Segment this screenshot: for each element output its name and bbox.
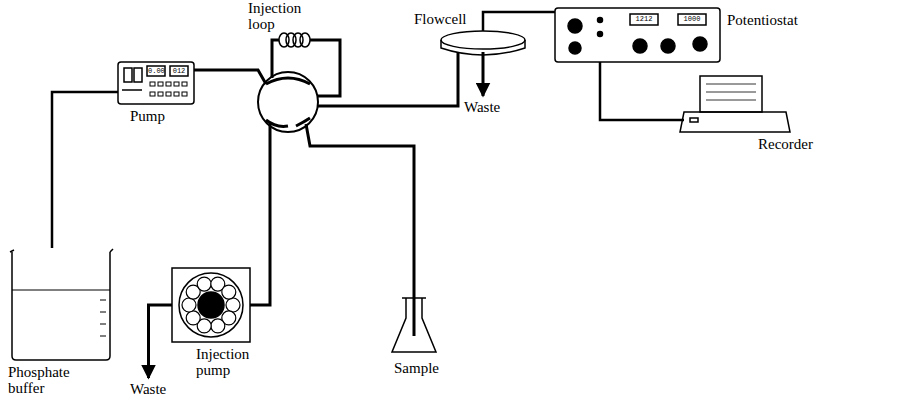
beaker-outline — [12, 252, 110, 360]
sample-flask: Sample — [390, 296, 440, 354]
tubing — [194, 40, 458, 336]
potentiostat-led — [598, 18, 603, 23]
tube-or-wire — [483, 12, 555, 31]
waste-outlet: Waste — [462, 98, 503, 116]
injection-valve — [258, 72, 318, 132]
recorder-button — [690, 118, 698, 122]
beaker-graduation — [100, 300, 106, 336]
node-label: Injection pump — [196, 346, 258, 378]
pump-display — [170, 66, 188, 76]
node-label: Sample — [394, 360, 464, 376]
injection-pump: Injection pump — [172, 268, 250, 342]
potentiostat-knob — [633, 39, 647, 53]
pump-body — [118, 62, 194, 104]
waste-outlet: Waste — [128, 380, 169, 398]
injection-pump-body — [172, 268, 250, 342]
injection-pump-rollers — [182, 277, 240, 333]
flowcell-cell — [441, 31, 525, 49]
recorder-paper — [700, 76, 762, 112]
pump-display — [147, 66, 165, 76]
flowcell: Flowcell — [440, 30, 526, 54]
node-label: Waste — [128, 380, 169, 398]
tube-or-wire — [52, 92, 118, 248]
injection-loop: Injection loop — [276, 30, 314, 50]
display-reading: 1000 — [679, 15, 705, 23]
node-label: Phosphate buffer — [8, 364, 78, 396]
tube-or-wire — [600, 62, 684, 120]
potentiostat-knob — [568, 19, 582, 33]
potentiostat-knob — [693, 37, 707, 51]
injection-pump-hub — [198, 292, 224, 318]
node-label: Potentiostat — [727, 12, 827, 28]
recorder: Recorder — [680, 76, 790, 132]
pump-slot — [122, 89, 142, 91]
injection-loop-coil — [279, 33, 310, 47]
display-reading: 012 — [171, 67, 187, 75]
node-label: Waste — [462, 98, 503, 116]
beaker-rim — [10, 249, 113, 252]
node-label: Recorder — [758, 136, 838, 152]
liquid-level — [12, 290, 110, 291]
outlet-arrow — [482, 52, 485, 96]
pump-head — [134, 68, 142, 82]
outlet-arrow — [149, 305, 173, 378]
recorder-trace — [706, 84, 756, 100]
valve-channels — [266, 78, 310, 126]
display-reading: 1212 — [631, 15, 657, 23]
pump-buttons — [150, 82, 187, 96]
buffer-beaker: Phosphate buffer — [10, 248, 114, 362]
display-reading: 0.00 — [148, 67, 164, 75]
potentiostat-led — [598, 32, 603, 37]
potentiostat-knob — [661, 39, 675, 53]
node-label: Pump — [130, 108, 190, 124]
potentiostat-body — [555, 8, 720, 62]
potentiostat-display — [630, 14, 658, 25]
node-label: Injection loop — [248, 0, 314, 32]
injection-pump-rotor — [179, 273, 243, 337]
node-label: Flowcell — [414, 11, 476, 27]
potentiostat-display — [678, 14, 706, 25]
recorder-body — [680, 112, 790, 132]
pump-head — [124, 68, 132, 82]
potentiostat-knob — [569, 42, 581, 54]
